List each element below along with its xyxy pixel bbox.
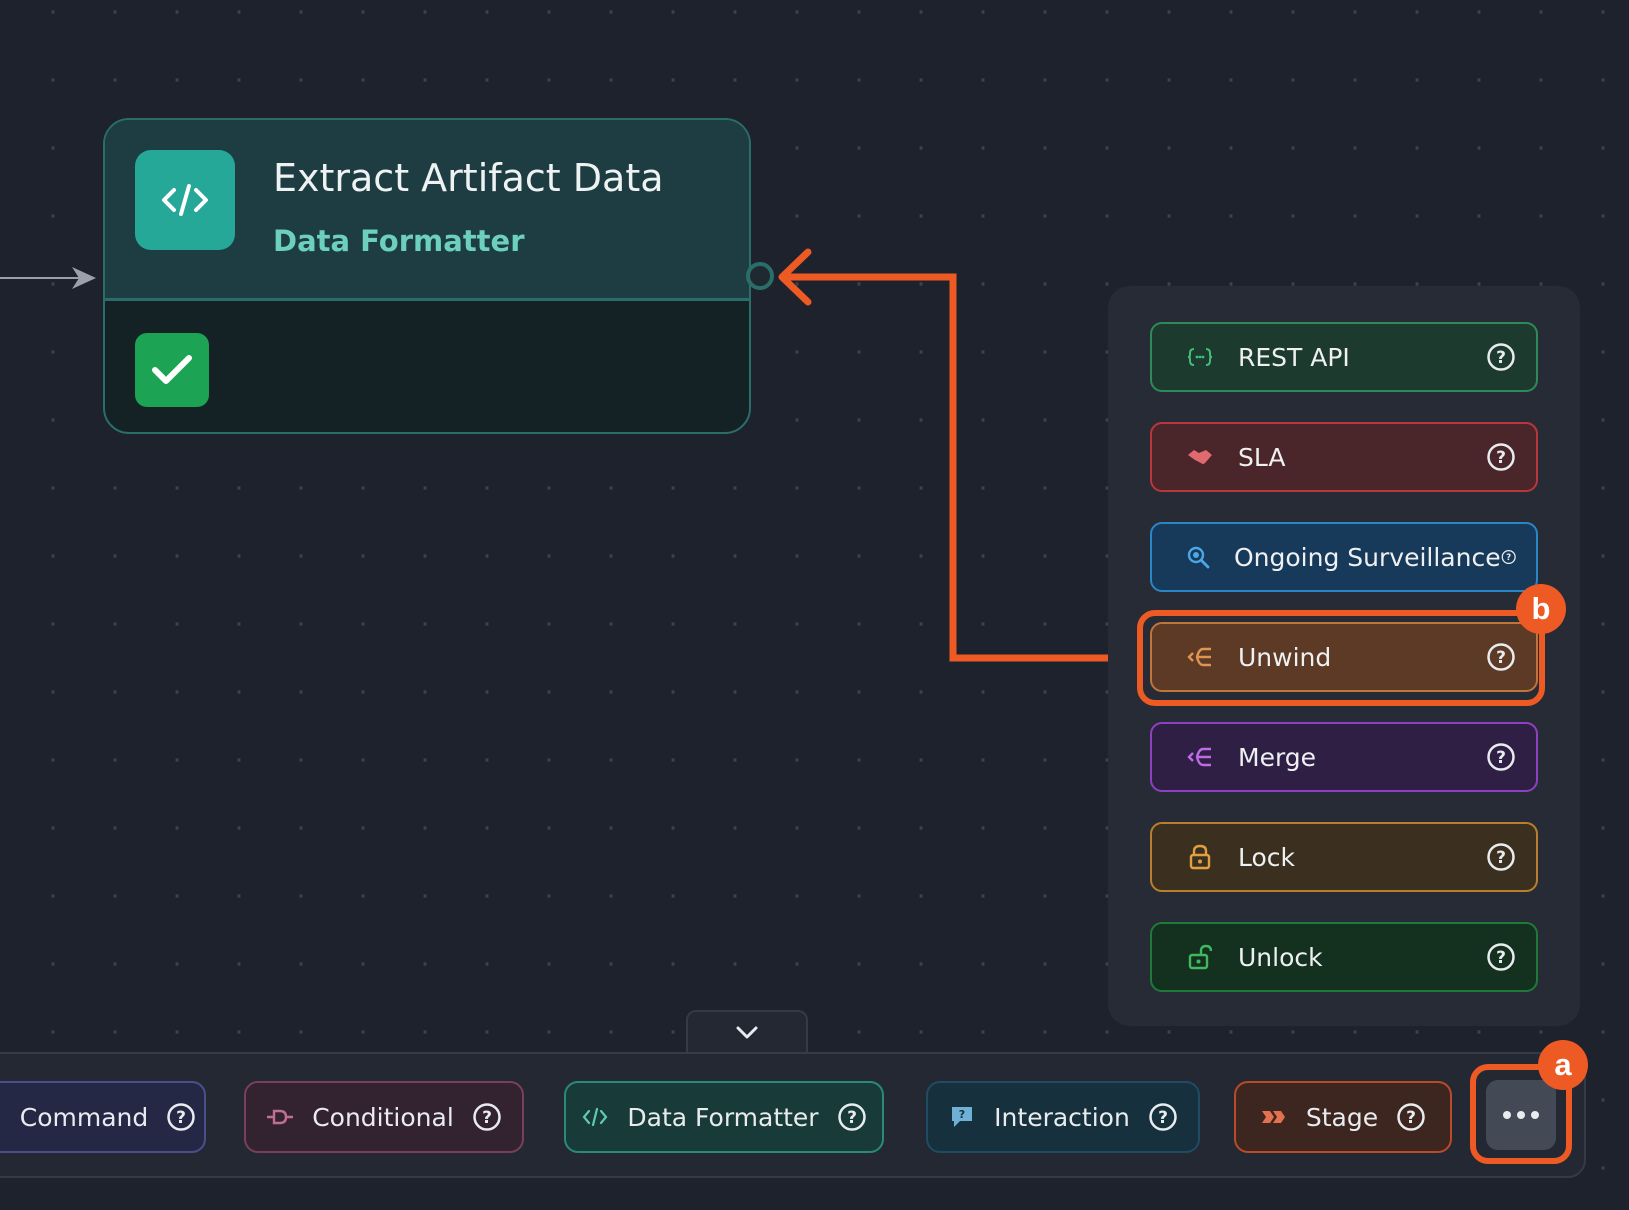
option-label: Lock xyxy=(1238,842,1296,872)
toolbar-interaction-button[interactable]: ? Interaction ? xyxy=(926,1081,1200,1153)
stage-icon xyxy=(1260,1103,1288,1131)
help-icon[interactable]: ? xyxy=(1486,442,1516,472)
option-unwind[interactable]: Unwind ? xyxy=(1150,622,1538,692)
node-type-dropdown: REST API ? SLA ? Ongoing Surveillance ? … xyxy=(1108,286,1580,1026)
svg-text:?: ? xyxy=(1158,1108,1168,1128)
node-header: Extract Artifact Data Data Formatter xyxy=(105,120,749,301)
option-label: SLA xyxy=(1238,442,1286,472)
option-sla[interactable]: SLA ? xyxy=(1150,422,1538,492)
chat-bubble-icon: ? xyxy=(948,1103,976,1131)
option-label: Ongoing Surveillance xyxy=(1234,542,1501,572)
toolbar-label: Command xyxy=(19,1102,149,1132)
help-icon[interactable]: ? xyxy=(1486,742,1516,772)
toolbar-conditional-button[interactable]: Conditional ? xyxy=(244,1081,524,1153)
option-lock[interactable]: Lock ? xyxy=(1150,822,1538,892)
option-label: Merge xyxy=(1238,742,1317,772)
merge-icon xyxy=(1186,743,1214,771)
svg-text:?: ? xyxy=(482,1108,492,1128)
svg-text:?: ? xyxy=(1496,848,1506,868)
help-icon[interactable]: ? xyxy=(837,1102,867,1132)
code-icon xyxy=(581,1103,609,1131)
toolbar-command-button[interactable]: Command ? xyxy=(0,1081,206,1153)
callout-badge-a: a xyxy=(1538,1040,1588,1090)
magnifier-icon xyxy=(1186,543,1210,571)
incoming-edge-arrow xyxy=(0,267,96,289)
toolbar-data-formatter-button[interactable]: Data Formatter ? xyxy=(564,1081,884,1153)
svg-text:?: ? xyxy=(959,1108,965,1121)
callout-box-a xyxy=(1470,1064,1572,1164)
code-icon xyxy=(135,150,235,250)
option-label: REST API xyxy=(1238,342,1350,372)
toolbar-label: Conditional xyxy=(312,1102,454,1132)
help-icon[interactable]: ? xyxy=(472,1102,502,1132)
option-label: Unlock xyxy=(1238,942,1323,972)
help-icon[interactable]: ? xyxy=(1486,942,1516,972)
svg-text:?: ? xyxy=(1506,553,1511,563)
help-icon[interactable]: ? xyxy=(1148,1102,1178,1132)
svg-text:?: ? xyxy=(1496,348,1506,368)
svg-text:?: ? xyxy=(1496,948,1506,968)
node-subtitle: Data Formatter xyxy=(273,224,525,258)
toolbar-label: Data Formatter xyxy=(627,1102,819,1132)
option-rest-api[interactable]: REST API ? xyxy=(1150,322,1538,392)
ellipsis-dot xyxy=(1531,1111,1539,1119)
collapse-toolbar-button[interactable] xyxy=(686,1010,808,1054)
help-icon[interactable]: ? xyxy=(1501,542,1516,572)
svg-text:?: ? xyxy=(1496,648,1506,668)
toolbar-label: Interaction xyxy=(994,1102,1130,1132)
toolbar-stage-button[interactable]: Stage ? xyxy=(1234,1081,1452,1153)
callout-badge-b: b xyxy=(1516,584,1566,634)
help-icon[interactable]: ? xyxy=(1486,842,1516,872)
svg-text:?: ? xyxy=(176,1108,186,1128)
help-icon[interactable]: ? xyxy=(1396,1102,1426,1132)
option-merge[interactable]: Merge ? xyxy=(1150,722,1538,792)
help-icon[interactable]: ? xyxy=(166,1102,196,1132)
option-unlock[interactable]: Unlock ? xyxy=(1150,922,1538,992)
callout-box-b xyxy=(1137,610,1545,706)
conditional-icon xyxy=(266,1103,294,1131)
svg-text:?: ? xyxy=(847,1108,857,1128)
more-options-button[interactable] xyxy=(1486,1080,1556,1150)
ellipsis-icon xyxy=(1503,1111,1511,1119)
help-icon[interactable]: ? xyxy=(1486,642,1516,672)
chevron-down-icon xyxy=(736,1026,758,1039)
lock-icon xyxy=(1186,843,1214,871)
node-output-handle[interactable] xyxy=(746,262,774,290)
help-icon[interactable]: ? xyxy=(1486,342,1516,372)
toolbar-label: Stage xyxy=(1305,1102,1379,1132)
svg-text:?: ? xyxy=(1496,748,1506,768)
svg-text:?: ? xyxy=(1406,1108,1416,1128)
check-icon xyxy=(135,333,209,407)
ellipsis-dot xyxy=(1517,1111,1525,1119)
braces-icon xyxy=(1186,343,1214,371)
workflow-node[interactable]: Extract Artifact Data Data Formatter xyxy=(103,118,751,434)
node-title: Extract Artifact Data xyxy=(273,156,664,200)
unwind-icon xyxy=(1186,643,1214,671)
handshake-icon xyxy=(1186,443,1214,471)
svg-text:?: ? xyxy=(1496,448,1506,468)
option-ongoing-surveillance[interactable]: Ongoing Surveillance ? xyxy=(1150,522,1538,592)
option-label: Unwind xyxy=(1238,642,1332,672)
unlock-icon xyxy=(1186,943,1214,971)
